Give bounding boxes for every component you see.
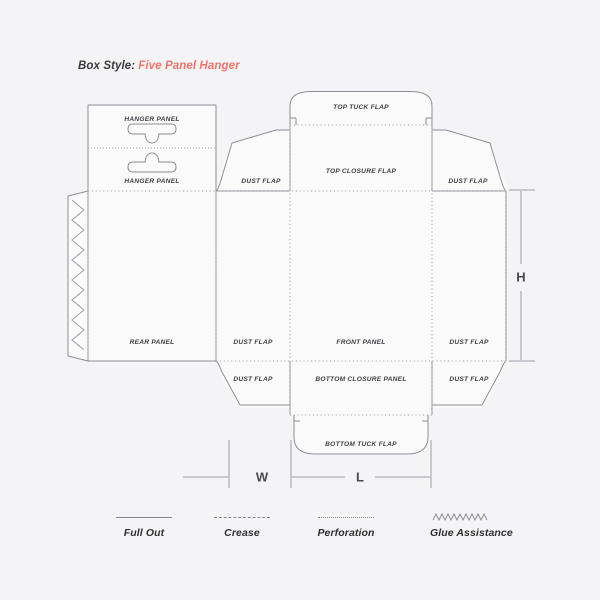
caption-dust-flap-top-left: DUST FLAP xyxy=(241,178,281,185)
dimension-width: W xyxy=(183,440,269,488)
box-style-label: Box Style: xyxy=(78,60,136,72)
caption-dust-flap-bottom-right: DUST FLAP xyxy=(449,376,489,383)
caption-bottom-tuck-flap: BOTTOM TUCK FLAP xyxy=(325,441,397,448)
dotted-line-icon xyxy=(318,512,374,522)
top-closure-flap-fill xyxy=(290,125,432,191)
legend-label-glue-assistance: Glue Assistance xyxy=(430,527,513,539)
top-tuck-flap-outline xyxy=(289,91,433,125)
hanger-holes xyxy=(127,123,177,173)
caption-dust-flap-mid-left: DUST FLAP xyxy=(233,339,273,346)
caption-front-panel: FRONT PANEL xyxy=(336,339,385,346)
dim-h-label: H xyxy=(516,269,525,284)
glue-flap-outline xyxy=(67,190,89,362)
glue-flap-fill xyxy=(68,191,88,361)
zigzag-line-icon xyxy=(432,512,488,522)
dust-flap-bottom-right-fill xyxy=(432,361,506,408)
top-tuck-flap-fill xyxy=(290,91,432,125)
caption-bottom-closure-panel: BOTTOM CLOSURE PANEL xyxy=(315,376,406,383)
legend: Full Out Crease Perforation Glue Assista… xyxy=(0,506,600,556)
glue-assistance-zigzag xyxy=(71,199,85,351)
panel-fills xyxy=(68,91,506,455)
legend-item-perforation: Perforation xyxy=(316,512,376,539)
zigzag-icon xyxy=(71,199,85,351)
dust-flap-top-left-fill xyxy=(216,130,290,191)
legend-item-crease: Crease xyxy=(212,512,272,539)
bottom-tuck-nick-right xyxy=(422,415,429,422)
legend-item-glue-assistance: Glue Assistance xyxy=(430,512,513,539)
caption-dust-flap-bottom-left: DUST FLAP xyxy=(233,376,273,383)
box-style-value: Five Panel Hanger xyxy=(138,60,240,72)
dust-flap-top-right-outline xyxy=(432,129,507,192)
legend-label-perforation: Perforation xyxy=(317,527,375,539)
dust-flap-mid-left-fill xyxy=(216,191,290,361)
top-tuck-nick-left xyxy=(290,117,297,125)
dust-flap-bottom-left-fill xyxy=(216,361,290,408)
box-style-title: Box Style:Five Panel Hanger xyxy=(78,60,240,72)
dimension-length: L xyxy=(290,440,432,488)
dim-w-label: W xyxy=(256,469,269,484)
caption-top-closure-flap: TOP CLOSURE FLAP xyxy=(326,168,397,175)
caption-hanger-panel-top: HANGER PANEL xyxy=(124,116,179,123)
bottom-tuck-flap-fill xyxy=(294,415,428,455)
bottom-closure-panel-fill xyxy=(290,361,432,415)
caption-rear-panel: REAR PANEL xyxy=(130,339,175,346)
legend-label-crease: Crease xyxy=(224,527,260,539)
zigzag-icon-svg xyxy=(432,512,488,522)
bottom-tuck-flap-outline xyxy=(293,415,429,455)
front-panel-fill xyxy=(290,191,432,361)
solid-line-icon xyxy=(116,512,172,522)
caption-top-tuck-flap: TOP TUCK FLAP xyxy=(333,104,389,111)
hanger-hole-top-icon xyxy=(127,123,177,144)
caption-dust-flap-top-right: DUST FLAP xyxy=(448,178,488,185)
dust-flap-top-left-outline xyxy=(215,129,290,192)
legend-label-full-out: Full Out xyxy=(123,527,165,539)
dust-flap-top-right-fill xyxy=(432,130,506,191)
dashed-line-icon xyxy=(214,512,270,522)
panel-captions: HANGER PANEL HANGER PANEL TOP TUCK FLAP … xyxy=(124,104,489,448)
top-tuck-nick-right xyxy=(425,117,432,125)
bottom-tuck-nick-left xyxy=(293,415,300,422)
crease-lines xyxy=(87,124,507,416)
dim-l-label: L xyxy=(356,469,364,484)
dimension-height: H xyxy=(509,189,535,362)
caption-hanger-panel-bottom: HANGER PANEL xyxy=(124,178,179,185)
dust-flap-mid-right-fill xyxy=(432,191,506,361)
caption-dust-flap-mid-right: DUST FLAP xyxy=(449,339,489,346)
hanger-hole-bottom-icon xyxy=(127,152,177,173)
rear-panel-fill xyxy=(88,191,216,361)
legend-item-full-out: Full Out xyxy=(114,512,174,539)
